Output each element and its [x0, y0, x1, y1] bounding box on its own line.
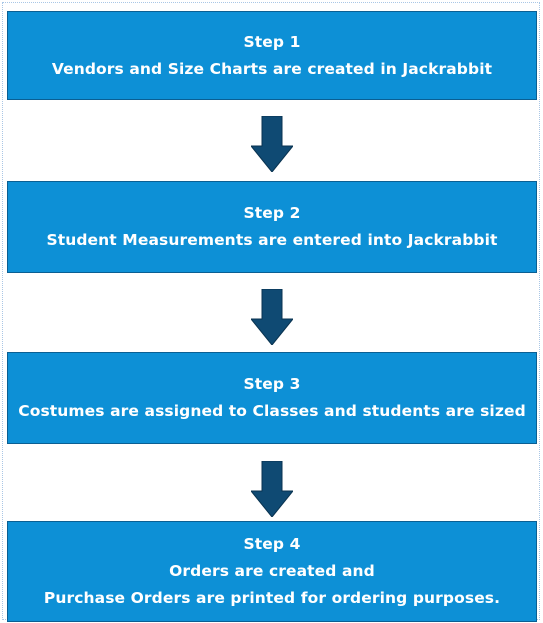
step-2-box: Step 2 Student Measurements are entered …	[7, 181, 537, 273]
step-1-description: Vendors and Size Charts are created in J…	[51, 59, 493, 78]
step-3-heading: Step 3	[243, 375, 301, 393]
step-2-heading: Step 2	[243, 204, 301, 222]
step-4-heading: Step 4	[243, 535, 301, 553]
step-3-box: Step 3 Costumes are assigned to Classes …	[7, 352, 537, 444]
down-arrow-icon	[251, 116, 293, 172]
step-4-box: Step 4 Orders are created and Purchase O…	[7, 521, 537, 622]
step-2-description: Student Measurements are entered into Ja…	[46, 231, 498, 249]
step-1-heading: Step 1	[243, 32, 301, 51]
down-arrow-icon	[251, 289, 293, 345]
step-3-description: Costumes are assigned to Classes and stu…	[18, 402, 526, 420]
down-arrow-icon	[251, 461, 293, 517]
step-1-box: Step 1 Vendors and Size Charts are creat…	[7, 11, 537, 100]
step-4-description-line-2: Purchase Orders are printed for ordering…	[43, 589, 501, 607]
step-4-description-line-1: Orders are created and	[169, 562, 375, 580]
